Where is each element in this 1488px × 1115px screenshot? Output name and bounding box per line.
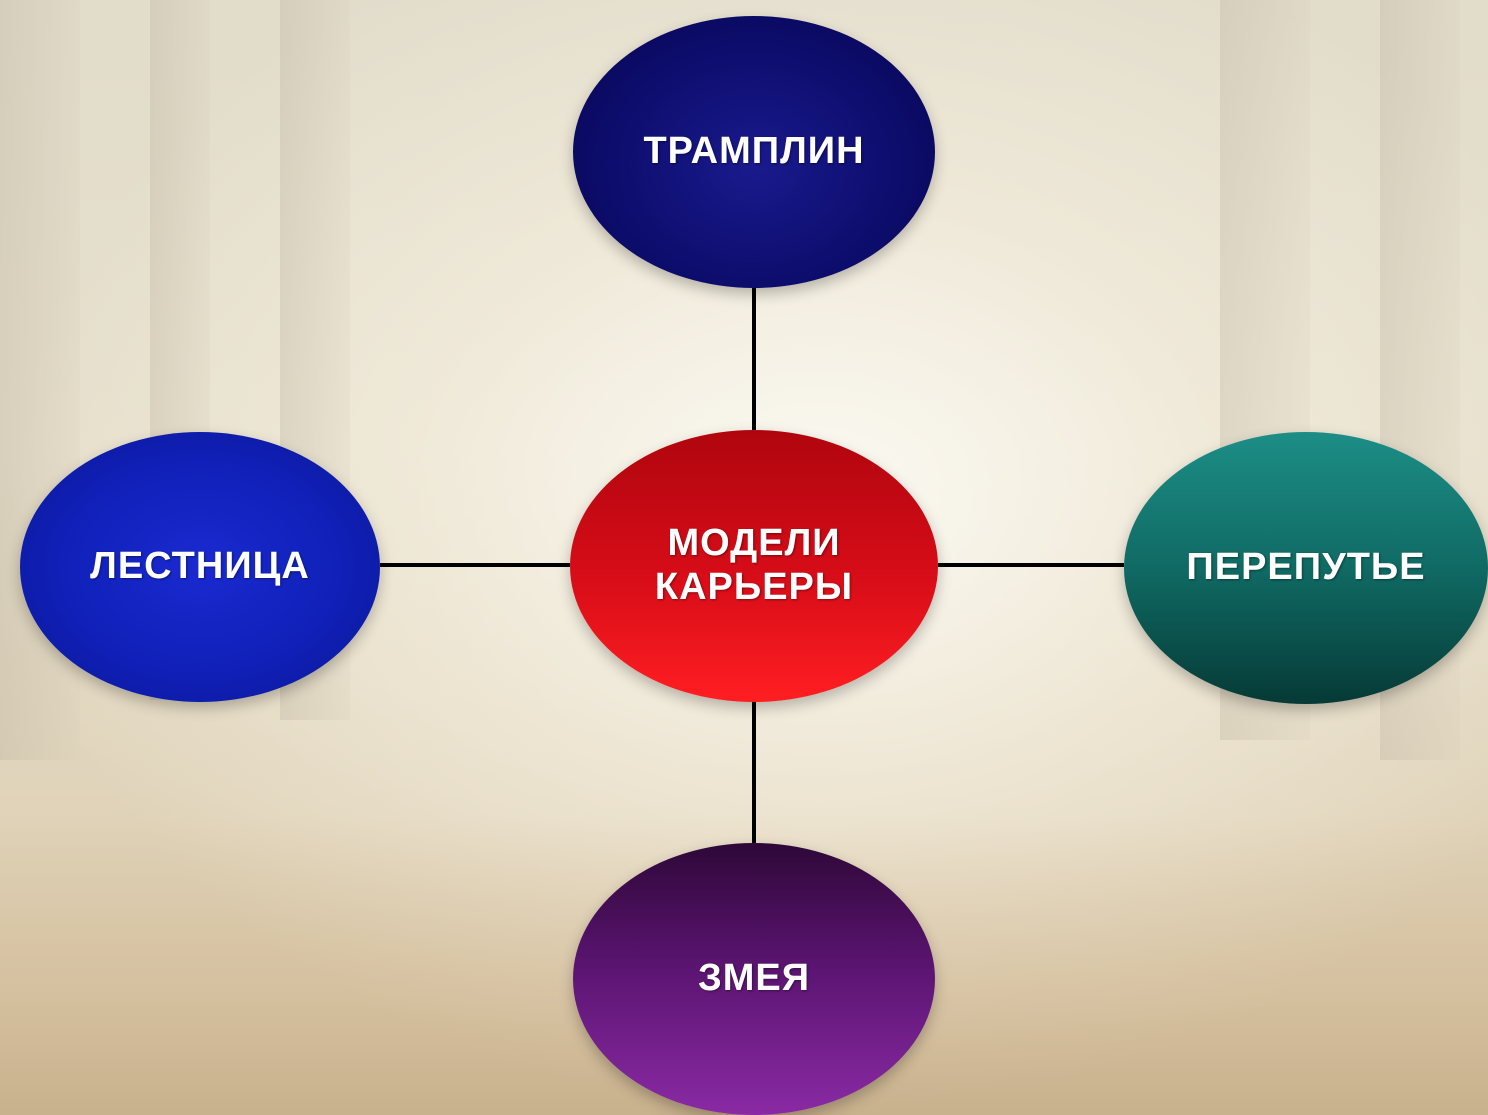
- node-ladder: ЛЕСТНИЦА: [20, 432, 380, 702]
- node-career-models: МОДЕЛИ КАРЬЕРЫ: [570, 430, 938, 702]
- node-crossroads-label: ПЕРЕПУТЬЕ: [1186, 546, 1426, 589]
- node-trampoline: ТРАМПЛИН: [573, 16, 935, 288]
- node-snake: ЗМЕЯ: [573, 843, 935, 1115]
- node-ladder-label: ЛЕСТНИЦА: [90, 545, 310, 588]
- node-trampoline-label: ТРАМПЛИН: [643, 130, 865, 173]
- node-snake-label: ЗМЕЯ: [697, 957, 811, 1000]
- node-crossroads: ПЕРЕПУТЬЕ: [1124, 432, 1488, 704]
- node-career-models-label: МОДЕЛИ КАРЬЕРЫ: [654, 522, 854, 608]
